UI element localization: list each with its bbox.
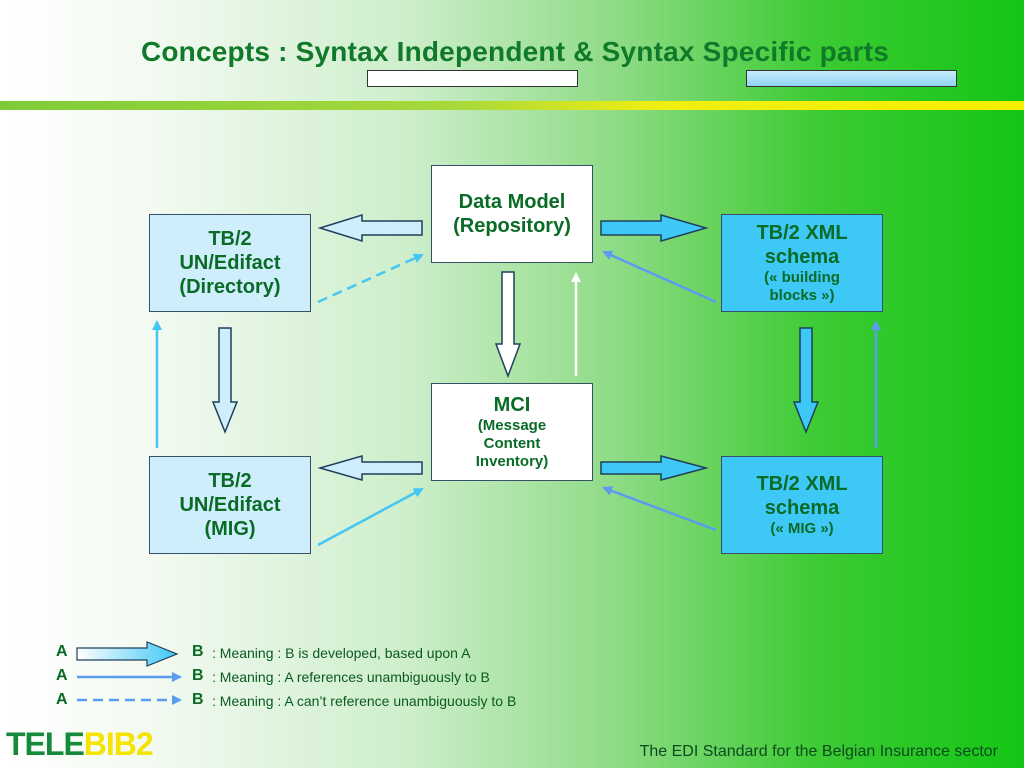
legend-b-label: B (192, 691, 204, 708)
xml-building-blocks-box: TB/2 XML schema (« building blocks ») (721, 214, 883, 312)
block-arrow-dm-to-mci (494, 271, 522, 379)
ref-arrow-xml-mig-to-mci (602, 486, 717, 532)
edifact-mig-label-2: UN/Edifact (179, 494, 281, 516)
block-arrow-dm-to-xml-bb (600, 214, 709, 242)
mci-label-1: MCI (493, 394, 531, 416)
noref-arrow-edifact-dir-to-dm (317, 253, 424, 304)
legend-row-cannot-reference: A B : Meaning : A can’t reference unambi… (56, 691, 656, 713)
logo-part-2: BIB2 (83, 726, 154, 762)
legend-a-label: A (56, 667, 68, 684)
mci-label-2: (Message (477, 417, 547, 434)
xml-bb-label-4: blocks ») (769, 287, 835, 304)
xml-bb-label-2: schema (764, 246, 840, 268)
legend-a-label: A (56, 691, 68, 708)
edifact-mig-label-1: TB/2 (208, 470, 252, 492)
legend-a-label: A (56, 643, 68, 660)
mci-label-3: Content (483, 435, 541, 452)
block-arrow-edifact-dir-to-mig (211, 327, 239, 435)
footer-tagline: The EDI Standard for the Belgian Insuran… (639, 743, 998, 760)
header-divider (0, 101, 1024, 110)
legend-meaning: : Meaning : A references unambiguously t… (212, 669, 490, 685)
edifact-mig-label-3: (MIG) (204, 518, 256, 540)
ref-arrow-edifact-mig-to-mci (317, 487, 424, 547)
edifact-dir-label-2: UN/Edifact (179, 252, 281, 274)
edifact-dir-label-1: TB/2 (208, 228, 252, 250)
legend-meaning: : Meaning : A can’t reference unambiguou… (212, 693, 517, 709)
data-model-label-1: Data Model (458, 191, 566, 213)
xml-mig-label-3: (« MIG ») (770, 520, 834, 537)
data-model-label-2: (Repository) (453, 215, 571, 237)
xml-bb-label-1: TB/2 XML (756, 222, 848, 244)
block-arrow-mci-to-edifact-mig (317, 455, 423, 481)
edifact-dir-label-3: (Directory) (179, 276, 281, 298)
block-arrow-mci-to-xml-mig (600, 455, 709, 481)
edifact-mig-box: TB/2 UN/Edifact (MIG) (149, 456, 311, 554)
xml-mig-box: TB/2 XML schema (« MIG ») (721, 456, 883, 554)
legend-row-developed: A B : Meaning : B is developed, based up… (56, 643, 656, 665)
xml-bb-label-3: (« building (764, 269, 840, 286)
edifact-directory-box: TB/2 UN/Edifact (Directory) (149, 214, 311, 312)
title-underline-box-blue (746, 70, 957, 87)
legend-b-label: B (192, 643, 204, 660)
mci-label-4: Inventory) (475, 453, 549, 470)
xml-mig-label-2: schema (764, 497, 840, 519)
logo-part-1: TELE (6, 726, 85, 762)
block-arrow-dm-to-edifact-dir (317, 213, 423, 243)
legend-row-references: A B : Meaning : A references unambiguous… (56, 667, 656, 689)
xml-mig-label-1: TB/2 XML (756, 473, 848, 495)
legend-b-label: B (192, 667, 204, 684)
legend-block-arrow (76, 641, 179, 667)
ref-arrow-xml-bb-to-dm (602, 250, 717, 304)
page-title: Concepts : Syntax Independent & Syntax S… (140, 36, 890, 67)
mci-box: MCI (Message Content Inventory) (431, 383, 593, 481)
title-underline-box-white (367, 70, 578, 87)
telebib2-logo: TELEBIB2 (6, 726, 154, 763)
block-arrow-xml-bb-to-mig (792, 327, 820, 435)
data-model-box: Data Model (Repository) (431, 165, 593, 263)
legend-meaning: : Meaning : B is developed, based upon A (212, 645, 471, 661)
